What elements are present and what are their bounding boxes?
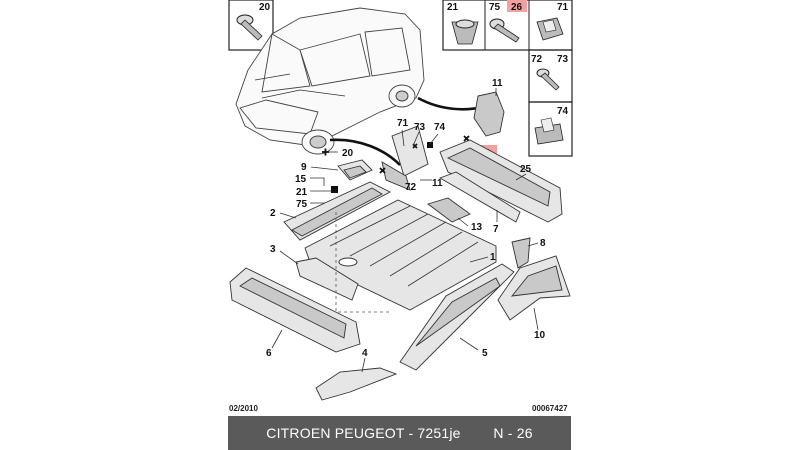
callout-6: 6 bbox=[266, 348, 272, 359]
part-7-side-rail[interactable]: 7 bbox=[438, 171, 521, 235]
fastener-box-20[interactable]: 20 bbox=[228, 0, 274, 51]
callout-15-group[interactable]: 15 bbox=[295, 174, 325, 186]
part-6-side-panel[interactable]: 6 bbox=[229, 267, 361, 359]
part-5-rear-side-member[interactable]: 5 bbox=[399, 263, 515, 371]
fastener-box-group-top[interactable]: 21 75 26 71 bbox=[442, 0, 573, 51]
label-73: 73 bbox=[557, 54, 569, 65]
fastener-box-72-73[interactable]: 72 73 bbox=[528, 49, 573, 103]
bolt-icon bbox=[489, 18, 520, 43]
footer-bar: CITROEN PEUGEOT - 7251je N - 26 bbox=[228, 416, 571, 450]
footer-gap bbox=[461, 425, 494, 441]
label-71: 71 bbox=[557, 2, 569, 13]
part-4-front-member[interactable]: 4 bbox=[315, 348, 398, 401]
date-code: 02/2010 bbox=[229, 404, 258, 413]
callout-25: 25 bbox=[520, 164, 532, 175]
callout-10: 10 bbox=[534, 330, 546, 341]
part-8-bracket[interactable]: 8 bbox=[511, 237, 546, 269]
van-illustration bbox=[235, 7, 425, 155]
callout-11: 11 bbox=[432, 178, 443, 189]
callout-21: 21 bbox=[296, 187, 308, 198]
pointer-line bbox=[329, 138, 401, 166]
callout-72: 72 bbox=[405, 182, 417, 193]
callout-15: 15 bbox=[295, 174, 307, 185]
label-72: 72 bbox=[531, 54, 543, 65]
footer-page: N - 26 bbox=[493, 425, 533, 441]
label-26: 26 bbox=[511, 2, 523, 13]
label-74: 74 bbox=[557, 106, 569, 117]
screw-icon bbox=[236, 14, 263, 41]
callout-75: 75 bbox=[296, 199, 308, 210]
callout-2: 2 bbox=[270, 208, 276, 219]
callout-5: 5 bbox=[482, 348, 488, 359]
part-9-jack-holder[interactable]: 9 bbox=[301, 159, 373, 181]
callout-74: 74 bbox=[434, 122, 446, 133]
callout-9: 9 bbox=[301, 162, 307, 173]
label-21: 21 bbox=[447, 2, 459, 13]
screw-icon bbox=[536, 68, 560, 91]
clip-icon bbox=[451, 19, 479, 45]
callout-7: 7 bbox=[493, 224, 499, 235]
callout-13: 13 bbox=[471, 222, 483, 233]
bracket-71-73-assembly[interactable]: 71 73 74 bbox=[381, 118, 446, 191]
label-75: 75 bbox=[489, 2, 501, 13]
callout-1: 1 bbox=[490, 252, 496, 263]
part-10-wheel-arch[interactable]: 10 bbox=[497, 255, 571, 341]
callout-73: 73 bbox=[414, 122, 426, 133]
label-20: 20 bbox=[259, 2, 271, 13]
fastener-marker bbox=[427, 142, 433, 148]
callout-8: 8 bbox=[540, 238, 546, 249]
callout-20: 20 bbox=[342, 148, 354, 159]
fastener-marker bbox=[379, 167, 386, 174]
callout-71: 71 bbox=[397, 118, 409, 129]
clip-nut-icon bbox=[534, 117, 564, 145]
callout-11-top: 11 bbox=[492, 78, 503, 89]
fastener-marker bbox=[463, 135, 470, 142]
fastener-marker bbox=[322, 148, 329, 156]
part-11-bracket[interactable]: 11 bbox=[473, 78, 505, 137]
nut-icon bbox=[536, 17, 564, 41]
highlight-26 bbox=[507, 0, 527, 12]
fastener-marker bbox=[331, 186, 338, 193]
part-3-inner-sill[interactable]: 3 bbox=[270, 244, 359, 301]
callout-3: 3 bbox=[270, 244, 276, 255]
fastener-box-74[interactable]: 74 bbox=[528, 101, 573, 157]
callout-4: 4 bbox=[362, 348, 368, 359]
footer-brand: CITROEN PEUGEOT - 7251je bbox=[266, 425, 461, 441]
part-13-reinforcement[interactable]: 13 bbox=[427, 197, 483, 233]
reference-code: 00067427 bbox=[532, 404, 568, 413]
part-2-front-crossmember[interactable]: 2 bbox=[270, 181, 391, 241]
part-25-rear-crossmember[interactable]: 25 bbox=[439, 139, 563, 223]
